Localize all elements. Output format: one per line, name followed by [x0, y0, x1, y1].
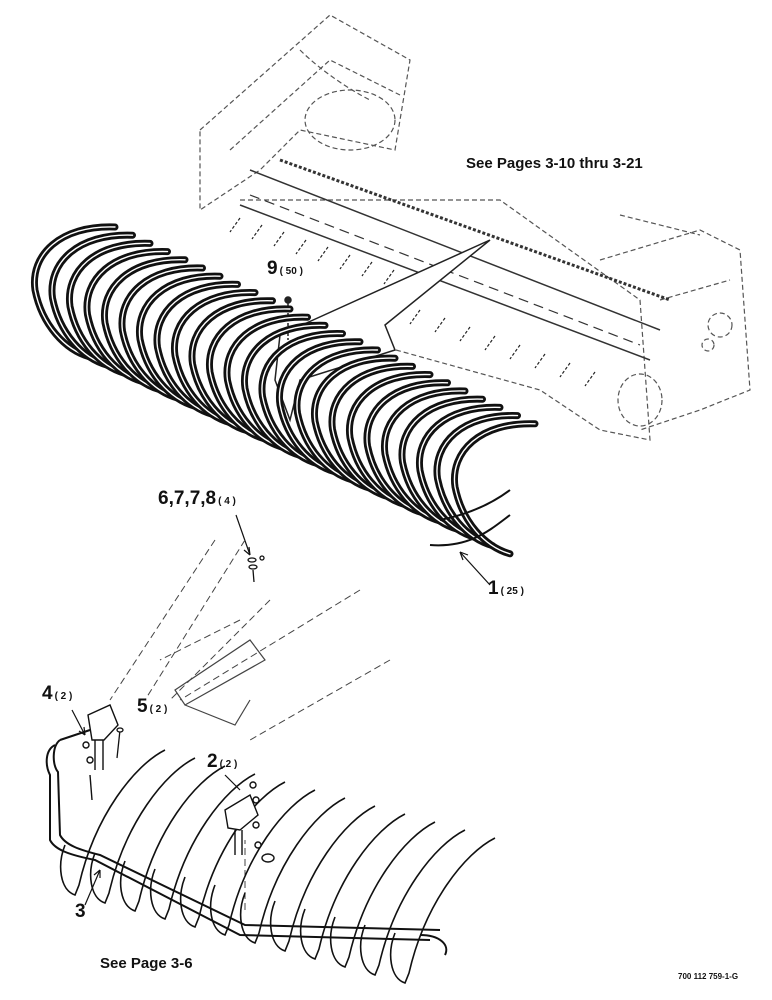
guard-rod	[359, 829, 466, 976]
guard-rod	[209, 789, 316, 936]
guard-rod	[179, 781, 286, 928]
rake-tine-highlight	[436, 414, 519, 547]
guard-bracket-left	[82, 704, 119, 801]
guard-rod	[299, 813, 406, 960]
callout-4: 4( 2 )	[42, 683, 72, 705]
projection-lines	[109, 539, 391, 910]
callout-2-qty: ( 2 )	[219, 759, 238, 770]
guard-rod	[269, 805, 376, 952]
rake-tine-highlight	[173, 291, 256, 424]
callout-1-number: 1	[488, 578, 499, 599]
callout-9-number: 9	[267, 258, 278, 279]
rake-tine-highlight	[296, 349, 379, 481]
wind-guard-rods	[59, 749, 496, 984]
leader-lines	[71, 514, 491, 906]
rake-tine-highlight	[348, 373, 431, 506]
guard-rod	[59, 749, 166, 896]
rake-tine-highlight	[68, 242, 151, 375]
callout-2-number: 2	[207, 751, 218, 772]
callout-6-7-7-8-number: 6,7,7,8	[158, 488, 217, 509]
callout-5-number: 5	[137, 696, 148, 717]
figure-code: 700 112 759-1-G	[678, 972, 739, 981]
callout-3-number: 3	[75, 901, 86, 922]
lower-frame	[174, 639, 266, 726]
reference-note-bottom: See Page 3-6	[100, 955, 193, 972]
rake-tine-highlight	[453, 423, 536, 555]
rake-tine-highlight	[331, 365, 414, 498]
callout-5-qty: ( 2 )	[149, 704, 168, 715]
bolt-5	[116, 727, 124, 759]
guard-bracket-right	[224, 781, 275, 863]
callout-2: 2( 2 )	[207, 751, 237, 773]
rake-tine-highlight	[121, 267, 204, 399]
guard-rod	[389, 837, 496, 984]
guard-rod	[89, 757, 196, 904]
rake-tine-highlight	[418, 406, 501, 539]
rake-tine-highlight	[366, 382, 449, 514]
rake-tine-highlight	[86, 250, 169, 383]
callout-4-qty: ( 2 )	[54, 691, 73, 702]
callout-1: 1( 25 )	[488, 578, 524, 600]
rake-tine-highlight	[401, 398, 484, 530]
callout-6-7-7-8-qty: ( 4 )	[218, 496, 236, 507]
tine-front-end	[429, 489, 511, 547]
rake-tine-highlight	[51, 234, 134, 366]
guard-rod	[149, 773, 256, 920]
reference-note-top: See Pages 3-10 thru 3-21	[466, 155, 643, 172]
callout-5: 5( 2 )	[137, 696, 167, 718]
rake-tine-highlight	[103, 259, 186, 391]
guard-rod	[329, 821, 436, 968]
callout-1-qty: ( 25 )	[500, 586, 524, 597]
rake-tine-highlight	[138, 275, 221, 407]
rake-tine-highlight	[243, 324, 326, 457]
bolt-hardware-stack	[247, 555, 265, 583]
callout-6-7-7-8: 6,7,7,8( 4 )	[158, 488, 236, 510]
callout-3: 3	[75, 901, 86, 923]
rake-tine-highlight	[226, 316, 309, 448]
guard-rod	[119, 765, 226, 912]
callout-4-number: 4	[42, 683, 53, 704]
rake-tine-highlight	[208, 308, 291, 440]
guard-rod	[239, 797, 346, 944]
rake-tine-highlight	[156, 283, 239, 416]
rake-tine-highlight	[33, 226, 116, 358]
bolt-row-upper	[229, 217, 596, 387]
callout-9-qty: ( 50 )	[279, 266, 303, 277]
rake-tine-highlight	[278, 341, 361, 473]
rake-tine-highlight	[313, 357, 396, 489]
rake-tine-highlight	[383, 390, 466, 522]
rake-tines	[30, 223, 539, 558]
wind-guard-frame	[45, 729, 448, 956]
rake-tine-highlight	[191, 300, 274, 432]
rake-tine-highlight	[261, 332, 344, 465]
header-frame	[199, 14, 751, 441]
callout-9: 9( 50 )	[267, 258, 303, 280]
